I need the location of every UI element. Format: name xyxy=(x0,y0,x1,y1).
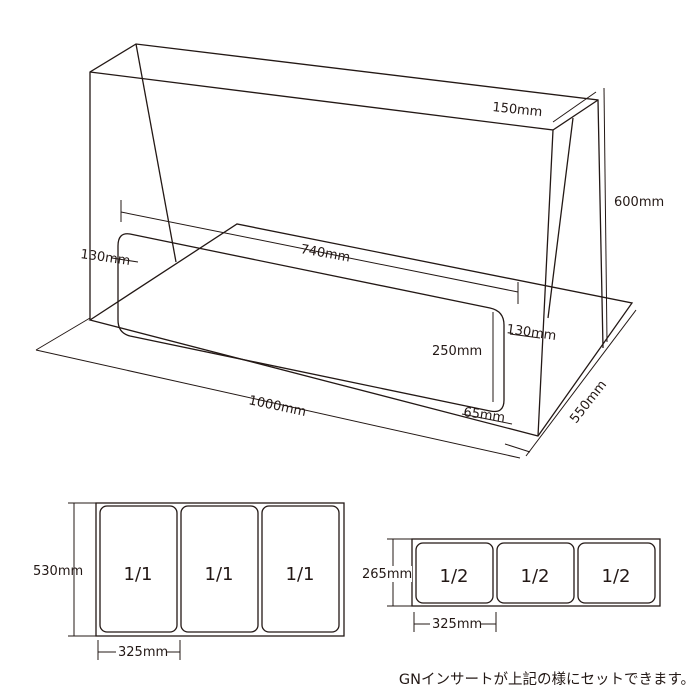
label-front-margin: 65mm xyxy=(462,405,506,426)
dim-line-top-depth xyxy=(552,91,597,123)
dim-line-width xyxy=(525,309,637,457)
gn-pan-label: 1/1 xyxy=(124,564,153,585)
label-bg xyxy=(430,616,480,632)
gn-full-layout: 1/1 1/1 1/1 530mm 325mm xyxy=(33,502,345,660)
label-length: 1000mm xyxy=(247,393,307,420)
label-bg xyxy=(360,566,412,582)
gn-pan-label: 1/2 xyxy=(521,566,550,587)
dim-line-length xyxy=(35,349,521,459)
gn-full-frame xyxy=(95,502,345,637)
glass-side-edge-right xyxy=(547,117,574,319)
gn-pan-slot xyxy=(577,542,656,604)
gn-insert-note: GNインサートが上記の様にセットできます。 xyxy=(398,672,695,688)
label-top-depth: 150mm xyxy=(492,100,543,120)
base-plate xyxy=(88,223,634,437)
glass-top-side xyxy=(552,99,599,131)
gn-half-layout: 1/2 1/2 1/2 265mm 325mm xyxy=(360,538,661,632)
dim-line-well-length xyxy=(120,211,519,293)
gn-pan-label: 1/2 xyxy=(602,566,631,587)
gn-pan-slot xyxy=(415,542,494,604)
gn-pan-slot xyxy=(496,542,575,604)
gn-pan-label: 1/2 xyxy=(440,566,469,587)
well-opening xyxy=(117,233,505,413)
glass-side-edge xyxy=(135,43,177,263)
label-right-margin: 130mm xyxy=(505,322,557,344)
dim-tick xyxy=(35,317,91,351)
isometric-case-drawing: 150mm 600mm 740mm 130mm 130mm 250mm 65mm… xyxy=(35,43,664,459)
dim-tick xyxy=(504,443,531,453)
label-well-depth: 250mm xyxy=(432,344,482,359)
glass-panel-back xyxy=(89,43,604,349)
label-gn-half-height: 265mm xyxy=(362,567,412,582)
label-left-margin: 130mm xyxy=(79,247,131,269)
label-gn-full-width: 325mm xyxy=(118,645,168,660)
gn-pan-slot xyxy=(261,505,340,633)
label-bg xyxy=(116,644,166,660)
label-gn-full-height: 530mm xyxy=(33,564,83,579)
gn-pan-label: 1/1 xyxy=(205,564,234,585)
dim-line-left-margin xyxy=(111,257,139,263)
gn-pan-slot xyxy=(180,505,259,633)
dim-line-front-margin xyxy=(461,413,513,425)
gn-pan-label: 1/1 xyxy=(286,564,315,585)
dim-line-right-margin xyxy=(509,333,541,339)
label-height: 600mm xyxy=(614,195,664,210)
dim-line-height xyxy=(603,87,608,343)
label-gn-half-width: 325mm xyxy=(432,617,482,632)
gn-pan-slot xyxy=(99,505,178,633)
